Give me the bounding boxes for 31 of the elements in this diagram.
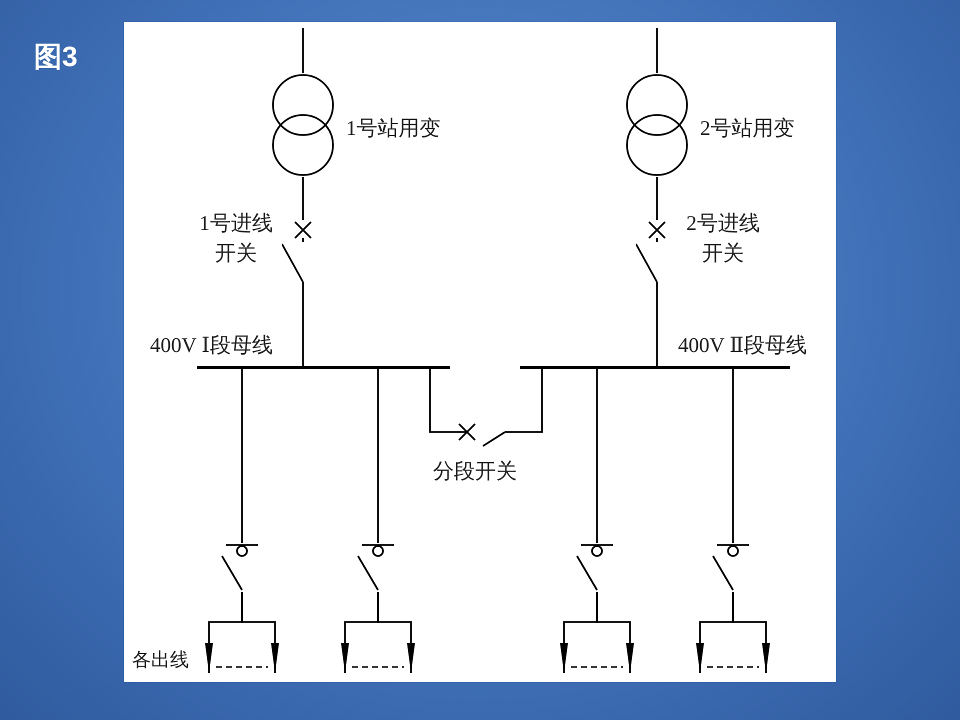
wire — [302, 177, 304, 220]
transformer-symbol — [271, 73, 335, 177]
wire — [241, 369, 243, 543]
wire — [656, 28, 658, 73]
wire — [302, 28, 304, 73]
wire — [656, 282, 658, 366]
busbar — [520, 366, 790, 369]
circuit-breaker-symbol — [282, 220, 313, 282]
wire — [302, 282, 304, 366]
component-label: 400V Ⅱ段母线 — [678, 332, 807, 359]
component-label: 1号进线开关 — [198, 210, 274, 268]
wire — [429, 369, 455, 433]
feeder-label: 各出线 — [132, 649, 189, 673]
transformer-symbol — [625, 73, 689, 177]
circuit-breaker-symbol — [636, 220, 667, 282]
figure-title: 图3 — [34, 40, 78, 74]
outgoing-feeder-arrow — [732, 592, 770, 673]
outgoing-feeder-arrow — [377, 592, 415, 673]
component-label: 400V Ⅰ段母线 — [150, 332, 273, 359]
wire — [732, 369, 734, 543]
component-label: 分段开关 — [433, 458, 517, 485]
wire — [505, 366, 543, 433]
wire — [596, 369, 598, 543]
wire — [377, 369, 379, 543]
outgoing-feeder-arrow — [241, 592, 279, 673]
component-label: 1号站用变 — [346, 115, 440, 142]
component-label: 2号进线开关 — [685, 210, 761, 268]
outgoing-feeder-arrow — [596, 592, 634, 673]
wire — [656, 177, 658, 220]
busbar — [197, 366, 450, 369]
component-label: 2号站用变 — [700, 115, 794, 142]
